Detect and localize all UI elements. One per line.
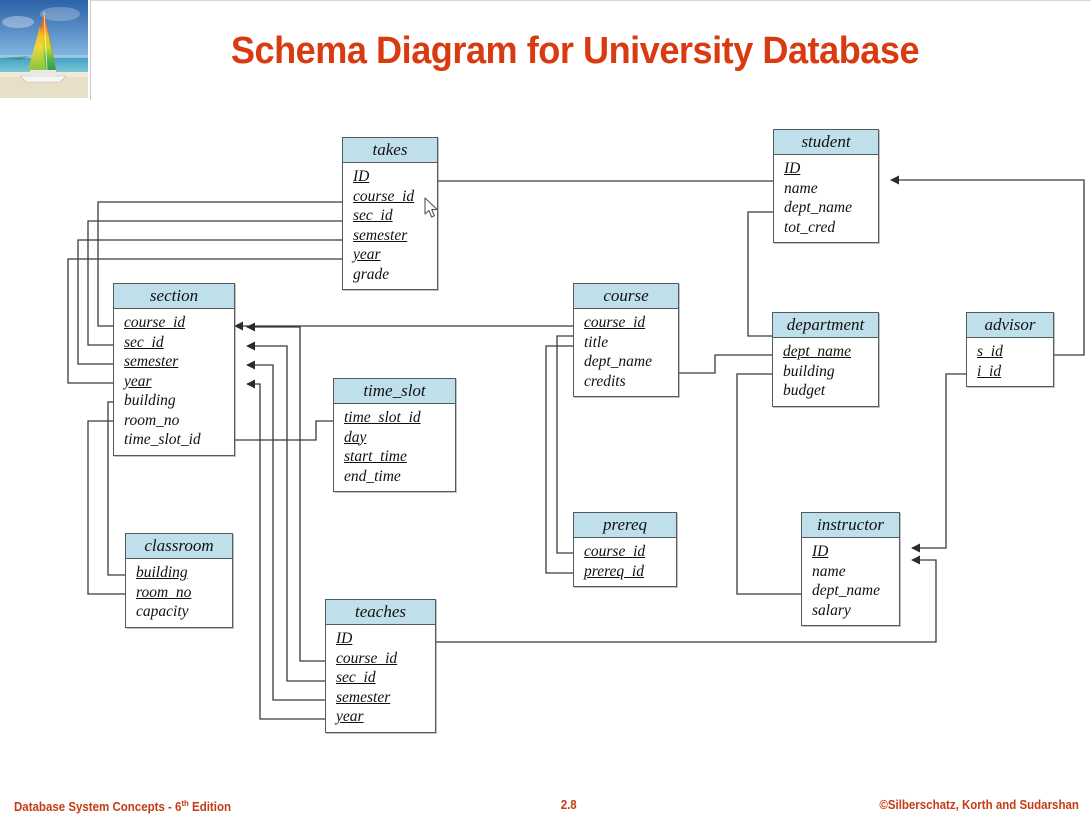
entity-takes[interactable]: takes ID course_id sec_id semester year … [342,137,438,290]
attribute-teaches-sec-id: sec_id [336,669,376,686]
entity-title-classroom: classroom [126,534,232,559]
entity-title-course: course [574,284,678,309]
page-title: Schema Diagram for University Database [230,30,920,72]
entity-title-prereq: prereq [574,513,676,538]
entity-title-student: student [774,130,878,155]
sailboat-beach-photo-icon [0,0,88,98]
attribute-takes-grade: grade [353,265,390,283]
attribute-advisor-i-id: i_id [977,362,1002,380]
schema-diagram: takes ID course_id sec_id semester year … [67,129,1085,733]
attribute-takes-semester: semester [353,226,408,244]
attribute-advisor-s-id: s_id [977,343,1003,360]
footer-slide-number: 2.8 [560,798,577,812]
footer-copyright: ©Silberschatz, Korth and Sudarshan [879,798,1079,812]
entity-student[interactable]: student ID name dept_name tot_cred [773,129,879,243]
attribute-classroom-capacity: capacity [136,603,189,620]
attribute-section-year: year [124,372,152,390]
attribute-department-building: building [783,362,835,380]
attribute-course-title: title [584,333,609,351]
entity-title-department: department [773,313,878,338]
attribute-instructor-name: name [812,562,846,580]
mouse-pointer-icon [424,197,442,221]
attribute-takes-id: ID [353,168,370,185]
attribute-course-dept-name: dept_name [584,353,653,370]
attribute-instructor-id: ID [812,543,829,560]
entity-classroom[interactable]: classroom building room_no capacity [125,533,233,628]
attribute-time-slot-day: day [344,428,367,446]
attribute-takes-course-id: course_id [353,187,415,205]
attribute-section-room-no: room_no [124,411,180,429]
thumbnail-divider [90,0,91,100]
entity-instructor[interactable]: instructor ID name dept_name salary [801,512,900,626]
attribute-teaches-semester: semester [336,688,391,706]
attribute-student-id: ID [784,160,801,177]
entity-title-instructor: instructor [802,513,899,538]
attribute-prereq-course-id: course_id [584,543,646,560]
attribute-course-course-id: course_id [584,314,646,331]
entity-teaches[interactable]: teaches ID course_id sec_id semester yea… [325,599,436,733]
entity-department[interactable]: department dept_name building budget [772,312,879,407]
entity-section[interactable]: section course_id sec_id semester year b… [113,283,235,456]
entity-prereq[interactable]: prereq course_id prereq_id [573,512,677,587]
attribute-course-credits: credits [584,372,626,390]
footer-edition: Database System Concepts - 6th Edition [14,798,232,815]
attribute-time-slot-time-slot-id: time_slot_id [344,409,421,426]
header-divider [90,0,1091,1]
attribute-student-dept-name: dept_name [784,199,853,216]
attribute-time-slot-end-time: end_time [344,467,401,485]
slide-footer: Database System Concepts - 6th Edition 2… [0,798,1091,818]
attribute-takes-year: year [353,246,381,263]
attribute-section-time-slot-id: time_slot_id [124,431,201,448]
attribute-instructor-salary: salary [812,601,851,619]
attribute-department-dept-name: dept_name [783,343,852,360]
entity-advisor[interactable]: advisor s_id i_id [966,312,1054,387]
attribute-department-budget: budget [783,382,826,399]
attribute-time-slot-start-time: start_time [344,448,407,465]
attribute-teaches-id: ID [336,630,353,647]
entity-title-advisor: advisor [967,313,1053,338]
attribute-instructor-dept-name: dept_name [812,582,881,599]
attribute-section-sec-id: sec_id [124,333,164,351]
attribute-student-name: name [784,179,818,197]
entity-time-slot[interactable]: time_slot time_slot_id day start_time en… [333,378,456,492]
relationship-connectors [67,175,1085,720]
entity-title-teaches: teaches [326,600,435,625]
attribute-takes-sec-id: sec_id [353,207,393,224]
attribute-section-building: building [124,392,176,409]
attribute-classroom-room-no: room_no [136,583,192,601]
entity-title-takes: takes [343,138,437,163]
attribute-teaches-year: year [336,708,364,725]
attribute-teaches-course-id: course_id [336,649,398,667]
attribute-section-course-id: course_id [124,314,186,331]
entity-title-section: section [114,284,234,309]
attribute-classroom-building: building [136,564,188,581]
entity-course[interactable]: course course_id title dept_name credits [573,283,679,397]
attribute-student-tot-cred: tot_cred [784,218,836,236]
entity-title-time-slot: time_slot [334,379,455,404]
attribute-prereq-prereq-id: prereq_id [584,562,644,580]
attribute-section-semester: semester [124,353,179,370]
